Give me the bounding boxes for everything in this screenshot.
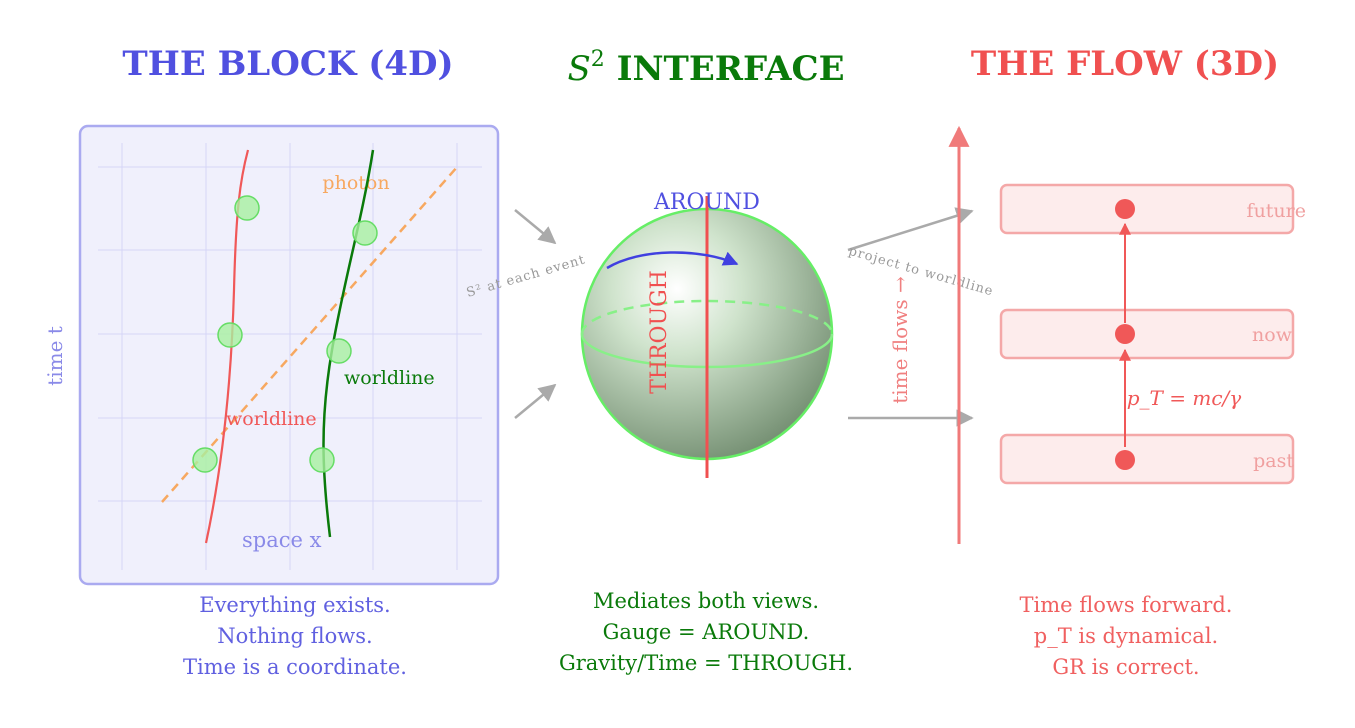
block-caption-line: Everything exists. bbox=[199, 593, 391, 617]
event-dot bbox=[326, 338, 352, 364]
interface-caption: Mediates both views. Gauge = AROUND. Gra… bbox=[559, 589, 853, 675]
interface-caption-line: Gravity/Time = THROUGH. bbox=[559, 651, 853, 675]
photon-label: photon bbox=[322, 172, 389, 194]
through-label: THROUGH bbox=[647, 270, 672, 394]
state-dot-now bbox=[1115, 324, 1135, 344]
around-label: AROUND bbox=[653, 190, 760, 215]
state-dot-past bbox=[1115, 450, 1135, 470]
axis-time-label: time t bbox=[43, 326, 67, 386]
state-box-now bbox=[999, 308, 1295, 360]
interface-title: S2 INTERFACE bbox=[567, 47, 844, 89]
axis-space-label: space x bbox=[242, 528, 322, 552]
axis-space-text: space x bbox=[242, 528, 322, 552]
block-grid bbox=[98, 143, 482, 570]
event-dot bbox=[192, 447, 218, 473]
interface-title-math: S bbox=[567, 49, 590, 89]
block-caption-line: Nothing flows. bbox=[217, 624, 372, 648]
event-dot bbox=[217, 322, 243, 348]
arrow-right-label: project to worldline bbox=[847, 244, 995, 300]
state-box-past bbox=[999, 433, 1295, 485]
interface-title-text: INTERFACE bbox=[617, 49, 845, 89]
block-panel: photon worldline worldline space x time … bbox=[43, 124, 500, 586]
sphere-equator-back bbox=[580, 299, 834, 335]
state-dot-future bbox=[1115, 199, 1135, 219]
around-arrow bbox=[606, 251, 739, 270]
state-label-future: future bbox=[1247, 200, 1306, 222]
flow-caption: Time flows forward. p_T is dynamical. GR… bbox=[1020, 593, 1233, 679]
flow-caption-line: Time flows forward. bbox=[1020, 593, 1233, 617]
flow-title: THE FLOW (3D) bbox=[971, 44, 1279, 84]
arrow-block-to-sphere-upper bbox=[514, 209, 557, 245]
interface-caption-line: Gauge = AROUND. bbox=[603, 620, 810, 644]
time-axis-label: time flows → bbox=[888, 276, 912, 404]
worldline-green-label: worldline bbox=[344, 367, 435, 389]
arrow-block-to-sphere-lower bbox=[514, 383, 557, 419]
event-dot bbox=[309, 447, 335, 473]
momentum-label: p_T = mc/γ bbox=[1127, 386, 1242, 410]
connector-arrows bbox=[514, 207, 974, 427]
block-caption-line: Time is a coordinate. bbox=[183, 655, 407, 679]
block-title: THE BLOCK (4D) bbox=[122, 44, 453, 84]
block-caption: Everything exists. Nothing flows. Time i… bbox=[183, 593, 407, 679]
worldline-red-label: worldline bbox=[226, 408, 317, 430]
arrow-sphere-to-flow-upper bbox=[847, 207, 974, 252]
flow-caption-line: p_T is dynamical. bbox=[1034, 624, 1218, 648]
s2-sphere: AROUND THROUGH bbox=[580, 190, 834, 478]
block-frame bbox=[78, 124, 500, 586]
state-label-now: now bbox=[1252, 324, 1293, 346]
block-events bbox=[192, 195, 378, 473]
interface-title-sup: 2 bbox=[591, 47, 605, 72]
flow-caption-line: GR is correct. bbox=[1052, 655, 1199, 679]
state-box-future bbox=[999, 183, 1295, 235]
state-label-past: past bbox=[1253, 450, 1294, 472]
worldline-red bbox=[204, 149, 250, 544]
event-dot bbox=[234, 195, 260, 221]
flow-panel: time flows → future now past p_T = mc/γ bbox=[888, 125, 1306, 544]
event-dot bbox=[352, 220, 378, 246]
interface-caption-line: Mediates both views. bbox=[593, 589, 819, 613]
